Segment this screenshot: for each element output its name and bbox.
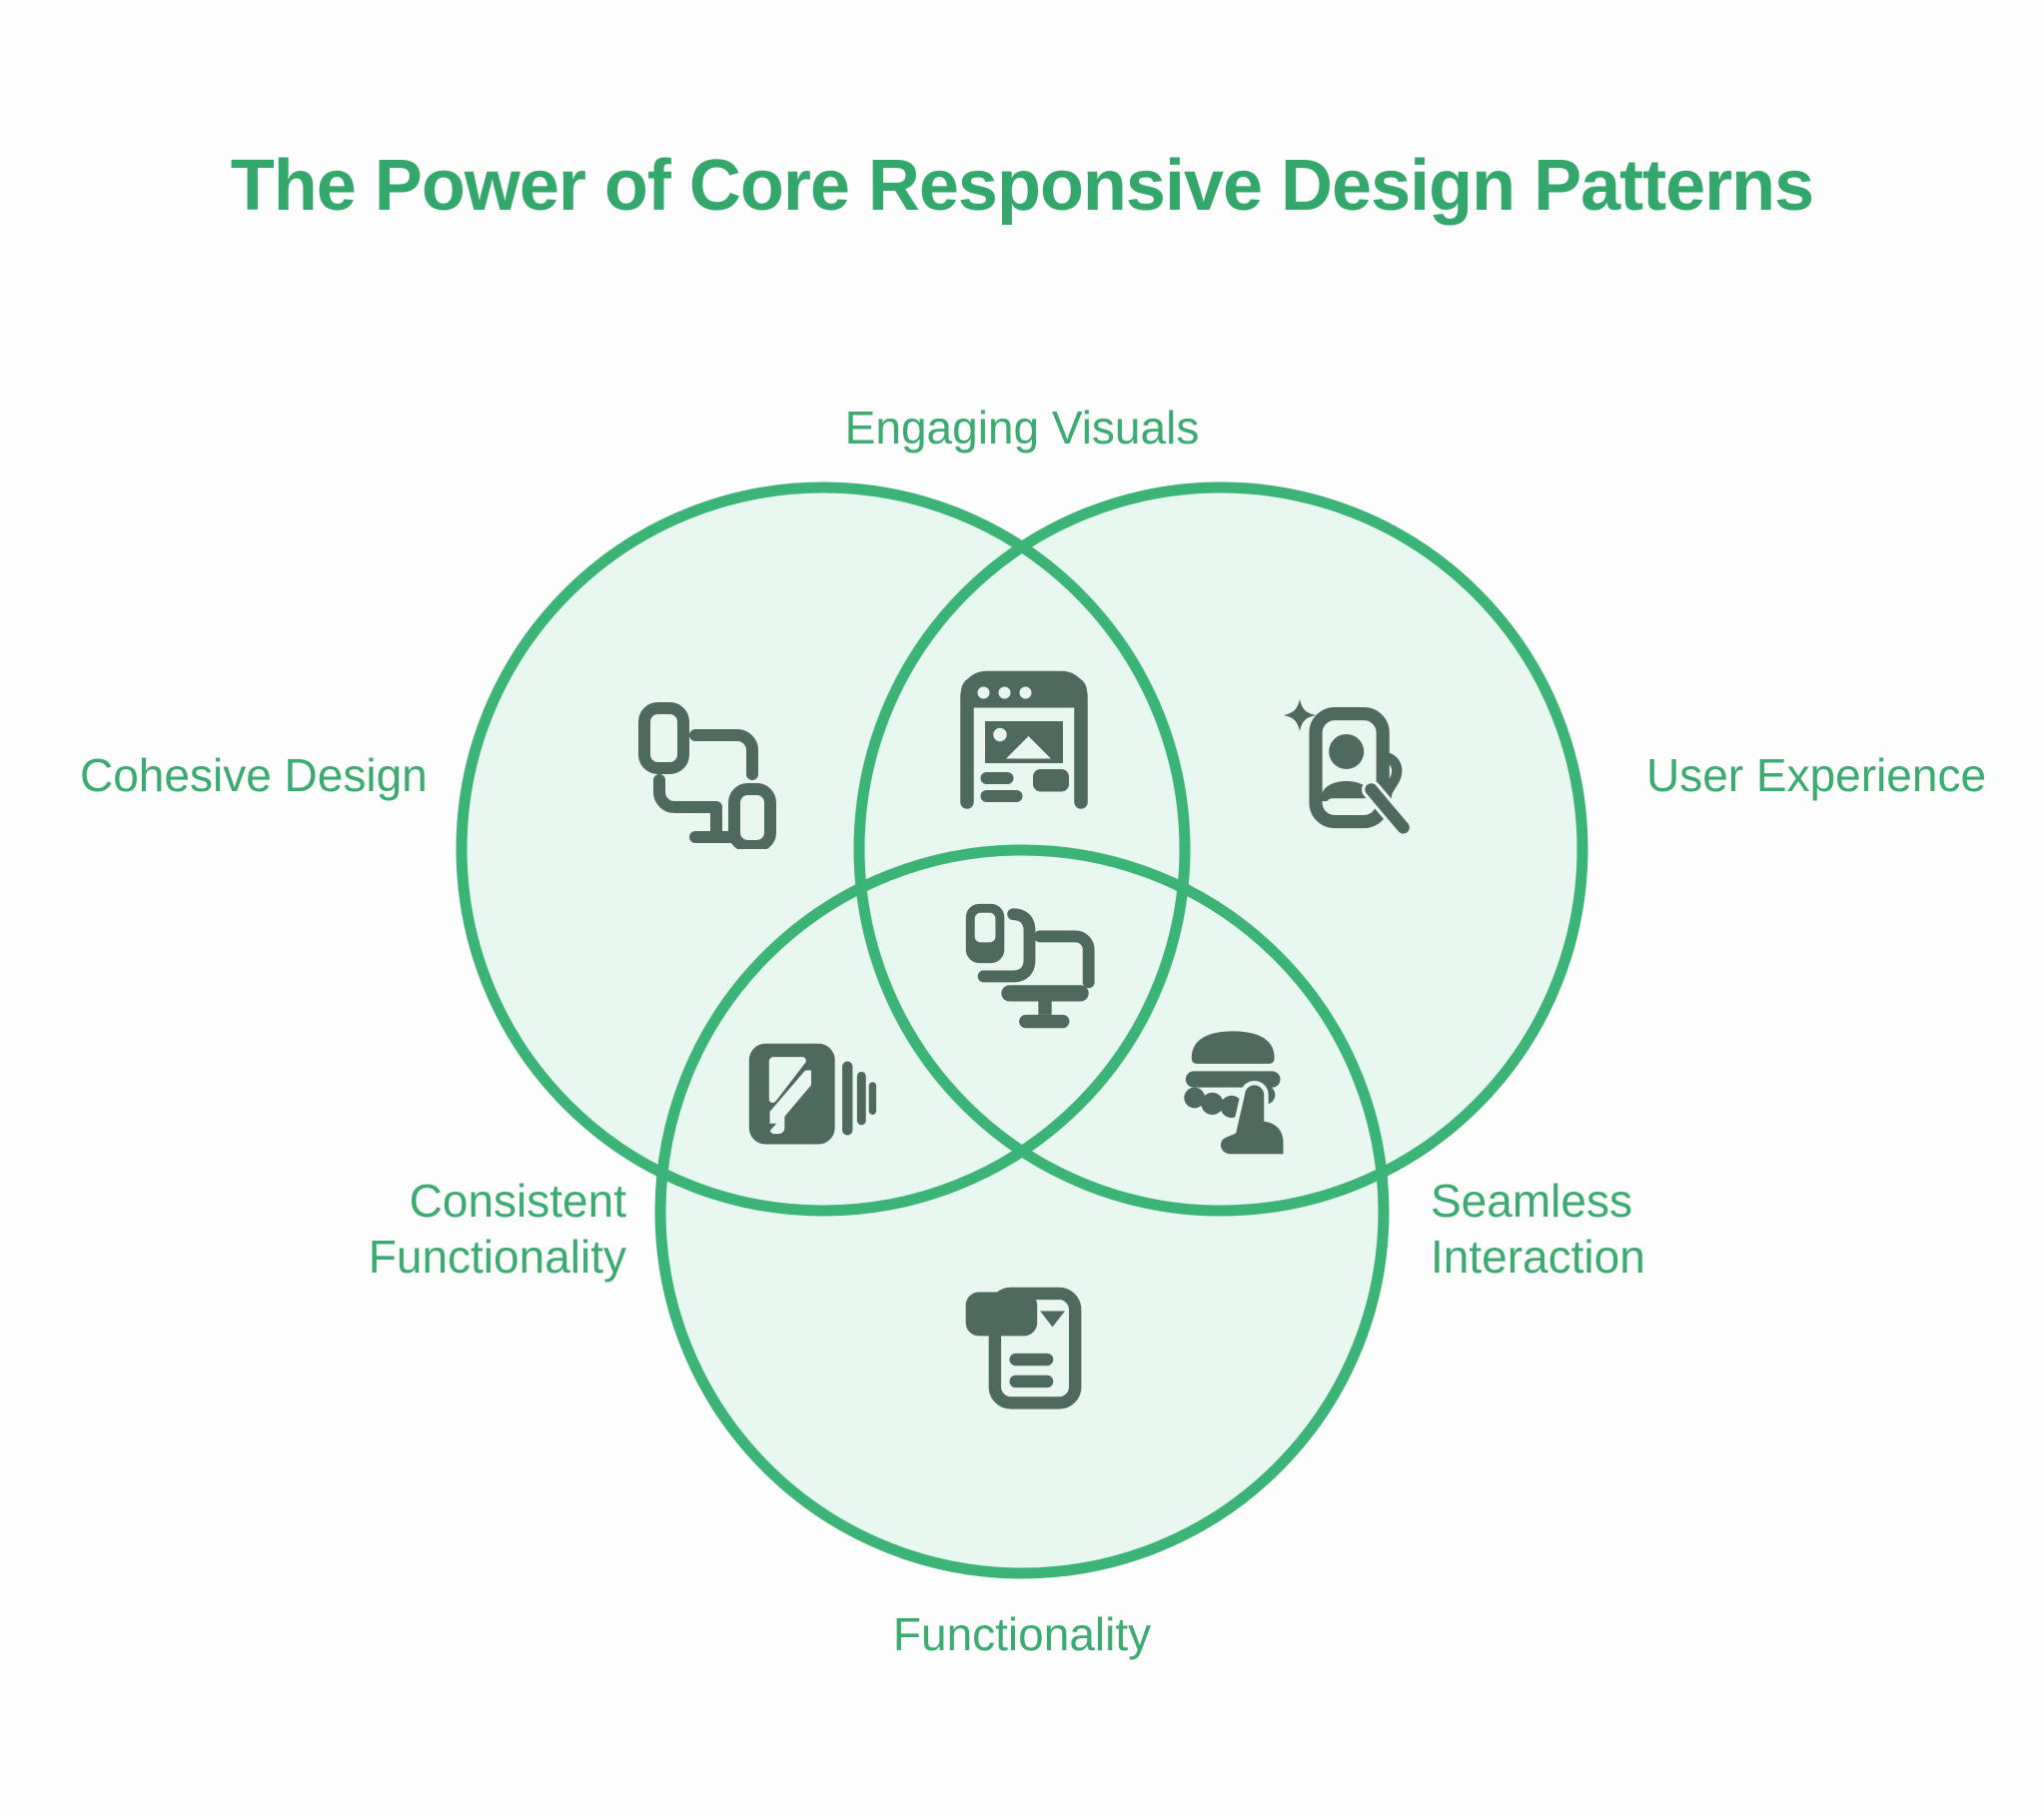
devices-link-icon — [638, 702, 776, 849]
label-consistent-functionality: Consistent Functionality — [368, 1175, 626, 1283]
burger-tap-icon — [1184, 1031, 1288, 1159]
page-title: The Power of Core Responsive Design Patt… — [230, 146, 1814, 226]
label-engaging-visuals: Engaging Visuals — [844, 402, 1200, 454]
venn-circle-cohesive-design-ring — [456, 481, 1191, 1217]
phone-selfie-icon — [1283, 698, 1414, 837]
responsive-devices-icon — [965, 903, 1095, 1029]
venn-circle-user-experience-ring — [853, 481, 1588, 1217]
label-user-experience: User Experience — [1646, 749, 1987, 801]
browser-image-icon — [960, 670, 1088, 809]
venn-circle-functionality-ring — [654, 844, 1390, 1579]
label-seamless-interaction: Seamless Interaction — [1431, 1175, 1645, 1283]
label-cohesive-design: Cohesive Design — [80, 749, 428, 801]
label-functionality: Functionality — [892, 1608, 1152, 1660]
venn-circle-functionality-fill — [660, 850, 1384, 1573]
stacked-cards-icon — [748, 1043, 877, 1145]
form-dropdown-icon — [965, 1287, 1082, 1409]
